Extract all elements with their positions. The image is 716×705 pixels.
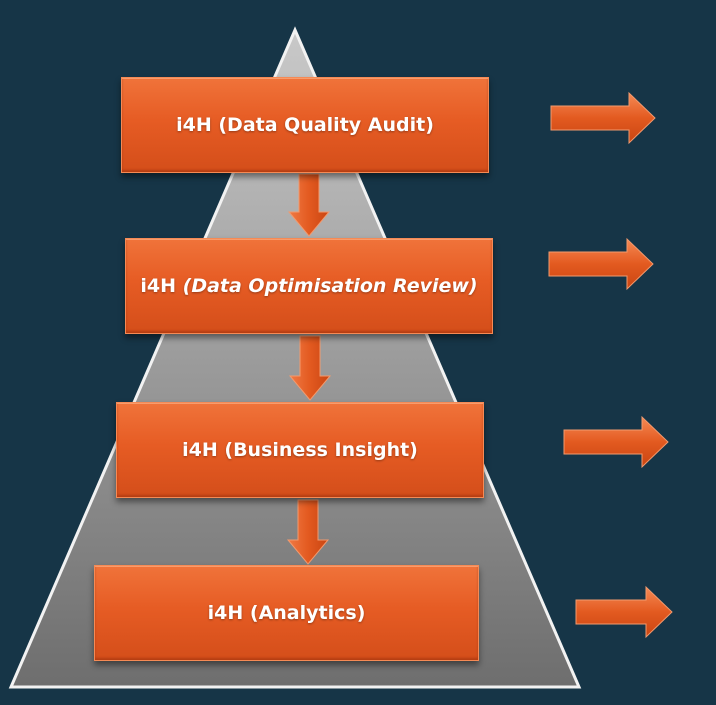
down-arrow-icon bbox=[287, 173, 331, 237]
right-arrow-icon bbox=[550, 91, 656, 145]
stage-box-business-insight: i4H (Business Insight) bbox=[116, 402, 484, 498]
stage-label: i4H (Data Quality Audit) bbox=[176, 114, 434, 136]
stage-box-analytics: i4H (Analytics) bbox=[94, 565, 479, 661]
stage-label: i4H (Analytics) bbox=[207, 602, 366, 624]
down-arrow-icon bbox=[286, 499, 330, 565]
right-arrow-icon bbox=[548, 237, 654, 291]
down-arrow-icon bbox=[288, 335, 332, 401]
stage-label: i4H (Business Insight) bbox=[182, 439, 418, 461]
stage-box-data-quality-audit: i4H (Data Quality Audit) bbox=[121, 77, 489, 173]
right-arrow-icon bbox=[575, 585, 673, 639]
stage-label: i4H (Data Optimisation Review) bbox=[140, 275, 478, 297]
right-arrow-icon bbox=[563, 415, 669, 469]
stage-box-data-optimisation-review: i4H (Data Optimisation Review) bbox=[125, 238, 493, 334]
